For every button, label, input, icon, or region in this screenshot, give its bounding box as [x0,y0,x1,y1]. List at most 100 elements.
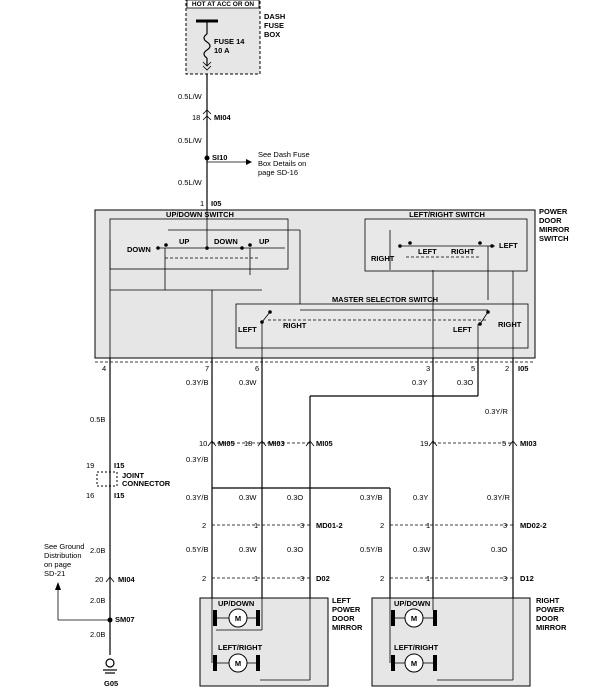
wire-label-row1-d: 0.3Y/B [360,493,383,502]
motor-label: M [235,659,241,668]
master-right-2: RIGHT [498,320,522,329]
wire-label-g3: 2.0B [90,630,105,639]
pin-md01-l: 2 [202,521,206,530]
right-power-door-mirror: RIGHT POWER DOOR MIRROR UP/DOWN M LEFT/R… [371,596,567,687]
connector-i15-bot: I15 [114,491,124,500]
pin-3: 3 [426,364,430,373]
ground-ref-2: Distribution [44,551,82,560]
wire-label-w2: 0.5L/W [178,136,203,145]
wire-label-w3: 0.5L/W [178,178,203,187]
fuse-box-name-2: FUSE [264,21,284,30]
master-selector-title: MASTER SELECTOR SWITCH [332,295,438,304]
connector-d02: D02 [316,574,330,583]
dash-fuse-box: HOT AT ACC OR ON FUSE 14 10 A DASH FUSE … [185,0,285,75]
updown-up-2: UP [259,237,269,246]
lr-right-1: RIGHT [371,254,395,263]
ground-path: 19 I15 JOINT CONNECTOR 16 I15 2.0B See G… [44,461,171,688]
connector-mi05-r: MI05 [316,439,333,448]
pin-mi04-bot: 20 [95,575,103,584]
wire-label-row2-c: 0.3O [287,545,303,554]
connector-i15-top: I15 [114,461,124,470]
left-updown-label: UP/DOWN [218,599,254,608]
pin-i05-top: 1 [200,199,204,208]
right-mirror-name-4: MIRROR [536,623,567,632]
pin-d02-m: 1 [254,574,258,583]
connector-icon [202,109,212,121]
power-door-mirror-switch: POWER DOOR MIRROR SWITCH UP/DOWN SWITCH … [94,207,570,359]
switch-name-4: SWITCH [539,234,569,243]
left-mirror-name-3: DOOR [332,614,355,623]
wire-label-c3: 0.3Y [412,378,427,387]
wire-label-row1-b: 0.3W [239,493,257,502]
updown-up-1: UP [179,237,189,246]
wire-label-row2-b: 0.3W [239,545,257,554]
fuse-label: FUSE 14 [214,37,245,46]
wire-label-g2: 2.0B [90,596,105,605]
switch-name-1: POWER [539,207,568,216]
pin-md01-m: 1 [254,521,258,530]
master-left-1: LEFT [238,325,257,334]
wire-label-row1-a: 0.3Y/B [186,493,209,502]
motor-label: M [411,614,417,623]
dash-ref-1: See Dash Fuse [258,150,310,159]
pin-2: 2 [505,364,509,373]
dash-ref-2: Box Details on [258,159,306,168]
left-power-door-mirror: LEFT POWER DOOR MIRROR UP/DOWN M LEFT/RI… [199,596,363,687]
left-mirror-name-2: POWER [332,605,361,614]
ground-ref-3: on page [44,560,71,569]
pin-d02-r: 3 [300,574,304,583]
pin-mi05-l: 10 [199,439,207,448]
wire-label-mid-yb: 0.3Y/B [186,455,209,464]
leftright-switch [364,218,528,272]
wire-label-row2-d: 0.5Y/B [360,545,383,554]
main-feed-wire: 0.5L/W 18 MI04 0.5L/W SI10 See Dash Fuse… [178,74,310,210]
fuse-box-name-3: BOX [264,30,280,39]
switch-connector-i05: 4 7 6 3 5 2 I05 [95,361,535,373]
connector-d12: D12 [520,574,534,583]
wire-label-c6: 0.3W [239,378,257,387]
master-selector-switch [235,303,529,349]
pin-md02-m: 1 [426,521,430,530]
pin-mi03-r: 5 [502,439,506,448]
wire-label-row1-f: 0.3Y/R [487,493,511,502]
updown-down-2: DOWN [214,237,238,246]
connector-mi04-bot: MI04 [118,575,136,584]
updown-switch [109,218,289,270]
wire-label-g1: 2.0B [90,546,105,555]
left-leftright-label: LEFT/RIGHT [218,643,263,652]
pin-d12-r: 3 [503,574,507,583]
ground-g05-label: G05 [104,679,118,688]
left-mirror-name-1: LEFT [332,596,351,605]
right-mirror-name-2: POWER [536,605,565,614]
joint-connector-icon [96,471,118,487]
fuse-icon [203,33,211,59]
right-updown-label: UP/DOWN [394,599,430,608]
connector-i05-right: I05 [518,364,528,373]
left-mirror-name-4: MIRROR [332,623,363,632]
pin-19: 19 [420,439,428,448]
pin-d02-l: 2 [202,574,206,583]
master-left-2: LEFT [453,325,472,334]
connector-mi04-top: MI04 [214,113,232,122]
pin-4: 4 [102,364,106,373]
right-mirror-name-1: RIGHT [536,596,560,605]
right-leftright-label: LEFT/RIGHT [394,643,439,652]
right-mirror-name-3: DOOR [536,614,559,623]
pin-7: 7 [205,364,209,373]
pin-d12-m: 1 [426,574,430,583]
switch-name-3: MIRROR [539,225,570,234]
joint-connector-2: CONNECTOR [122,479,171,488]
lr-left-2: LEFT [499,241,518,250]
pin-mi03-l: 18 [244,439,252,448]
signal-wires: 0.3Y/B 0.3W 0.3Y 0.3O 0.3Y/R 0.5B 10 MI0… [90,358,547,655]
motor-label: M [411,659,417,668]
wire-label-c4: 0.5B [90,415,105,424]
pin-d12-l: 2 [380,574,384,583]
pin-md01-r: 3 [300,521,304,530]
wire-label-c2: 0.3Y/R [485,407,509,416]
master-right-1: RIGHT [283,321,307,330]
updown-switch-title: UP/DOWN SWITCH [166,210,234,219]
ground-icon [105,658,115,668]
